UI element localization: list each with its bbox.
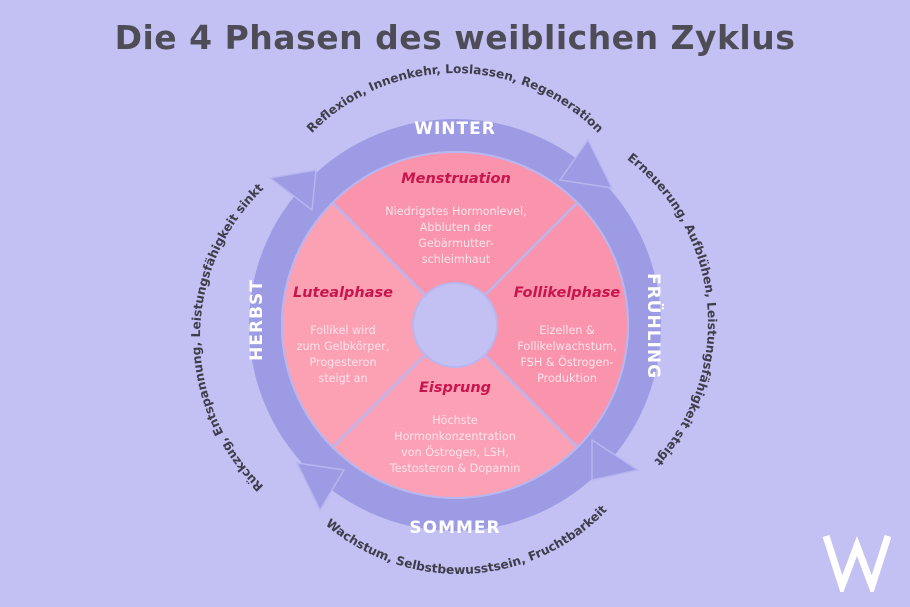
phase-desc-line: von Östrogen, LSH, — [401, 446, 509, 459]
phase-desc-line: Produktion — [537, 372, 597, 385]
brand-logo-icon — [822, 534, 892, 592]
season-label-spring: FRÜHLING — [643, 273, 665, 379]
page-title: Die 4 Phasen des weiblichen Zyklus — [114, 18, 796, 57]
phase-follicular: Follikelphase Eizellen & Follikelwachstu… — [514, 285, 621, 385]
phase-ovulation: Eisprung Höchste Hormonkonzentration von… — [389, 380, 521, 475]
phase-desc-line: Progesteron — [309, 356, 376, 369]
phase-desc-line: Hormonkonzentration — [394, 430, 516, 443]
phase-disc — [281, 151, 629, 499]
season-ring — [249, 119, 661, 531]
phase-desc-line: schleimhaut — [422, 253, 491, 266]
phase-desc-line: Niedrigstes Hormonlevel, — [385, 205, 526, 218]
phase-title-luteal: Lutealphase — [293, 285, 393, 301]
phase-desc-line: Höchste — [432, 414, 478, 427]
phase-title-ovulation: Eisprung — [419, 380, 491, 396]
phase-desc-line: zum Gelbkörper, — [297, 340, 390, 353]
phase-desc-line: Abbluten der — [420, 221, 493, 234]
arrow-head-winter-icon — [558, 138, 614, 189]
phase-desc-line: Testosteron & Dopamin — [389, 462, 521, 475]
phase-title-menstruation: Menstruation — [401, 171, 511, 187]
phase-desc-line: Follikelwachstum, — [517, 340, 616, 353]
phase-menstruation: Menstruation Niedrigstes Hormonlevel, Ab… — [385, 171, 526, 266]
phase-desc-line: Follikel wird — [310, 324, 376, 337]
phase-luteal: Lutealphase Follikel wird zum Gelbkörper… — [293, 285, 393, 385]
season-label-winter: WINTER — [414, 119, 496, 139]
arrow-head-summer-icon — [295, 462, 346, 512]
phase-desc-line: FSH & Östrogen- — [521, 356, 614, 369]
phase-desc-line: Gebärmutter- — [418, 237, 493, 250]
arrow-head-autumn-icon — [268, 169, 317, 212]
center-circle — [412, 282, 498, 368]
arrow-head-spring-icon — [591, 438, 640, 481]
phase-desc-line: Eizellen & — [539, 324, 595, 337]
phase-desc-line: steigt an — [318, 372, 367, 385]
phase-title-follicular: Follikelphase — [514, 285, 621, 301]
season-label-summer: SOMMER — [409, 518, 500, 538]
season-label-autumn: HERBST — [247, 279, 267, 361]
